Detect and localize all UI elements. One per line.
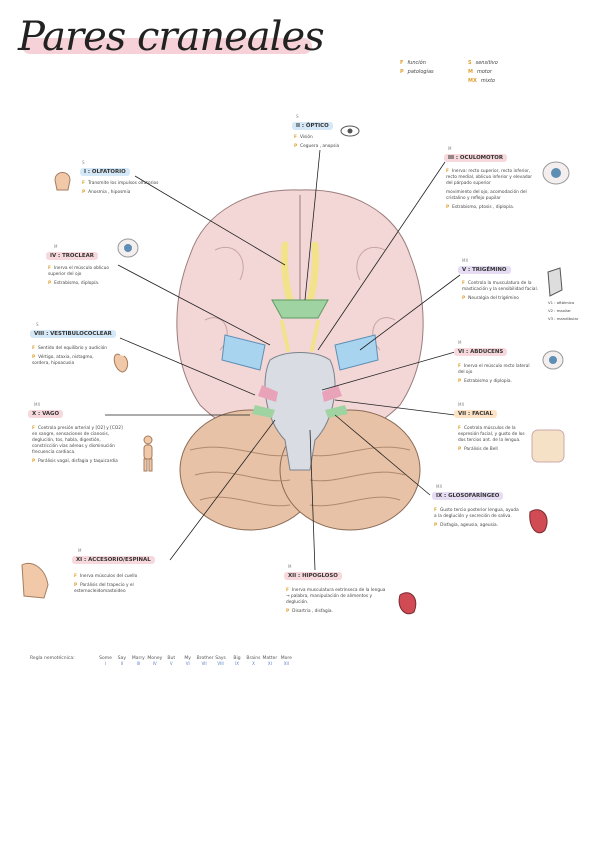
nerve-optico-label: II : ÓPTICO — [292, 122, 333, 130]
nerve-type: MX — [34, 402, 41, 407]
nerve-olfatorio-label: I : OLFATORIO — [80, 168, 130, 176]
nerve-glosofaringeo-label: IX : GLOSOFARÍNGEO — [432, 492, 504, 500]
page-title: Pares craneales — [18, 14, 325, 60]
nerve-type: MX — [462, 258, 469, 263]
nerve-type: S — [82, 160, 85, 165]
nerve-troclear-label: IV : TROCLEAR — [46, 252, 98, 260]
nerve-type: S — [296, 114, 299, 119]
nerve-type: M — [54, 244, 58, 249]
trigemino-branches: V1 : oftálmico V2 : maxilar V3 : mandibu… — [548, 300, 579, 321]
title-highlight — [22, 38, 312, 54]
nerve-hipogloso-label: XII : HIPOGLOSO — [284, 572, 342, 580]
nerve-type: S — [36, 322, 39, 327]
eye-icons — [117, 125, 570, 370]
nerve-type: MX — [436, 484, 443, 489]
nerve-facial-label: VII : FACIAL — [454, 410, 497, 418]
nerve-type: MX — [458, 402, 465, 407]
nerve-type: M — [448, 146, 452, 151]
mnemonic-label: Regla nemotécnica: — [30, 656, 75, 661]
nerve-type: M — [458, 340, 462, 345]
nerve-oculomotor-label: III : OCULOMOTOR — [444, 154, 508, 162]
nerve-accesorio-label: XI : ACCESORIO/ESPINAL — [72, 556, 155, 564]
nerve-trigemino-label: V : TRIGÉMINO — [458, 266, 511, 274]
nerve-type: M — [288, 564, 292, 569]
nerve-vago-label: X : VAGO — [28, 410, 64, 418]
nerve-type: M — [78, 548, 82, 553]
nerve-abducens-label: VI : ABDUCENS — [454, 348, 508, 356]
nerve-vestibulococlear-label: VIII : VESTIBULOCOCLEAR — [30, 330, 116, 338]
